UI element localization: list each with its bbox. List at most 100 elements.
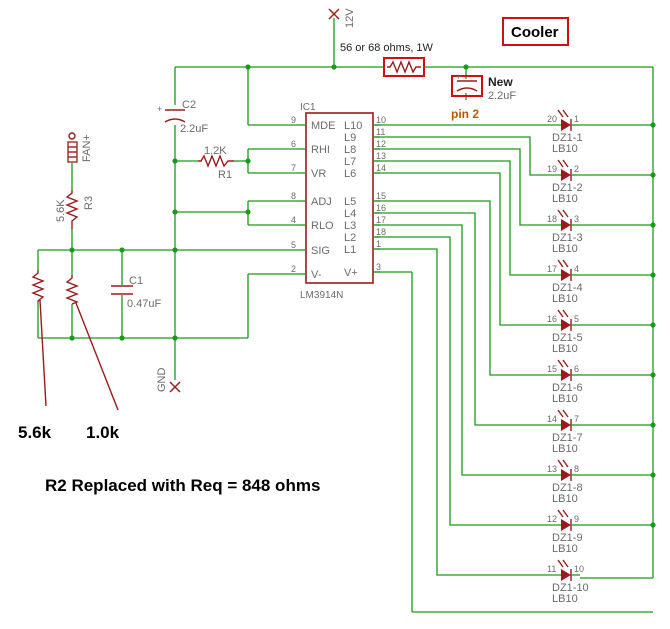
led-diode-icon (561, 119, 571, 131)
led-anode-pin: 14 (547, 414, 557, 424)
ic-pin-v-: V+3 (344, 262, 381, 279)
replacement-label-1k0: 1.0k (86, 423, 120, 442)
ic-pin-name: VR (311, 168, 326, 180)
ic-pin-number: 6 (291, 139, 296, 149)
led-name: DZ1-10 (552, 582, 589, 594)
ic-ref: IC1 (300, 102, 316, 113)
ic-pin-name: RHI (311, 144, 330, 156)
led-type: LB10 (552, 543, 578, 555)
led-name: DZ1-2 (552, 182, 583, 194)
ic-pin-number: 18 (376, 227, 386, 237)
led-anode-pin: 13 (547, 464, 557, 474)
ic-pin-l9: L9 11 (344, 127, 385, 144)
led-type: LB10 (552, 243, 578, 255)
c2-name: C2 (182, 99, 196, 111)
ic-pin-number: 3 (376, 262, 381, 272)
led-diode-icon (561, 519, 571, 531)
ic-pin-number: 2 (291, 264, 296, 274)
ic-pin-name: L7 (344, 156, 356, 168)
led-anode-pin: 20 (547, 114, 557, 124)
fan-connector: FAN+ (67, 132, 93, 163)
svg-text:+: + (456, 72, 461, 82)
junctions (69, 64, 656, 528)
cooler-label: Cooler (511, 24, 559, 41)
fan-label: FAN+ (81, 134, 93, 162)
led-type: LB10 (552, 443, 578, 455)
ground-label: GND (156, 368, 168, 393)
led-type: LB10 (552, 293, 578, 305)
ic-pin-name: SIG (311, 245, 330, 257)
ic-pin-name: RLO (311, 220, 334, 232)
supply-12v-symbol: 12V (328, 8, 356, 28)
resistor-r1: 1.2K R1 (198, 145, 234, 181)
ic-pin-name: ADJ (311, 196, 332, 208)
svg-text:+: + (157, 104, 162, 114)
new-capacitor: + New 2.2uF pin 2 (451, 72, 516, 121)
led-cathode-pin: 10 (574, 564, 584, 574)
ic-pin-number: 16 (376, 203, 386, 213)
r1-value: 1.2K (204, 145, 227, 157)
power-resistor: 56 or 68 ohms, 1W (340, 42, 434, 77)
led-anode-pin: 15 (547, 364, 557, 374)
new-capacitor-value: 2.2uF (488, 90, 516, 102)
new-capacitor-label: New (488, 75, 513, 89)
ic-pin-name: V- (311, 269, 322, 281)
new-capacitor-pin-note: pin 2 (451, 107, 479, 121)
replacement-resistor-1k0: 1.0k (65, 275, 120, 442)
ic-pin-number: 5 (291, 240, 296, 250)
led-name: DZ1-1 (552, 132, 583, 144)
led-anode-pin: 16 (547, 314, 557, 324)
ic-pin-number: 4 (291, 215, 296, 225)
ic-pin-name: L4 (344, 208, 356, 220)
c1-name: C1 (129, 275, 143, 287)
replacement-resistor-5k6: 5.6k (18, 270, 52, 442)
ic-pin-number: 11 (376, 127, 385, 137)
led-diode-icon (561, 269, 571, 281)
ic-pin-name: L1 (344, 244, 356, 256)
led-cathode-pin: 4 (574, 264, 579, 274)
ic-pin-name: L8 (344, 144, 356, 156)
resistor-r3: 5.6K R3 (55, 190, 95, 229)
r1-name: R1 (218, 169, 232, 181)
led-name: DZ1-4 (552, 282, 583, 294)
ic-pin-name: L10 (344, 120, 362, 132)
led-anode-pin: 12 (547, 514, 557, 524)
led-cathode-pin: 6 (574, 364, 579, 374)
led-diode-icon (561, 419, 571, 431)
ic-pin-number: 13 (376, 151, 386, 161)
power-resistor-note: 56 or 68 ohms, 1W (340, 42, 434, 54)
led-type: LB10 (552, 393, 578, 405)
ic-pin-name: L9 (344, 132, 356, 144)
led-type: LB10 (552, 593, 578, 605)
led-cathode-pin: 8 (574, 464, 579, 474)
led-anode-pin: 11 (547, 564, 556, 574)
ic-part: LM3914N (300, 290, 343, 301)
led-diode-icon (561, 219, 571, 231)
led-diode-icon (561, 169, 571, 181)
ic-pin-number: 8 (291, 191, 296, 201)
led-cathode-pin: 3 (574, 214, 579, 224)
ic-pin-name: L2 (344, 232, 356, 244)
capacitor-c2: + C2 2.2uF (157, 99, 208, 135)
replacement-caption: R2 Replaced with Req = 848 ohms (45, 476, 320, 495)
ic-pin-number: 1 (376, 239, 381, 249)
ic-pin-number: 17 (376, 215, 386, 225)
ic-pin-l4: L4 16 (344, 203, 386, 220)
led-diode-icon (561, 369, 571, 381)
r3-name: R3 (83, 196, 95, 210)
ic-pin-l1: L1 1 (344, 239, 381, 256)
led-anode-pin: 17 (547, 264, 557, 274)
